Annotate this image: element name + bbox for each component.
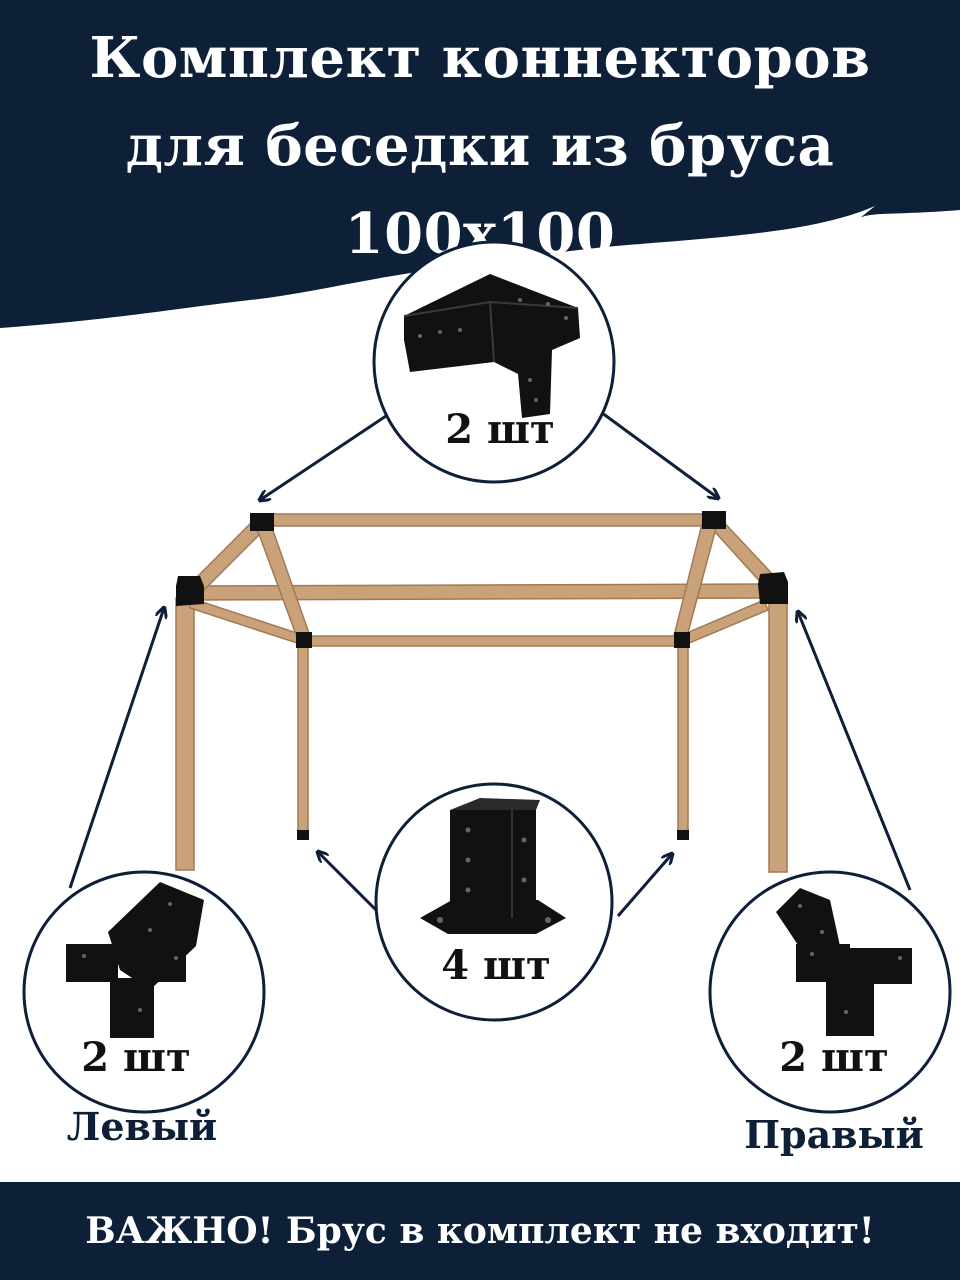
post-rear-left (297, 644, 309, 838)
left-connector-icon (66, 882, 204, 1038)
connector-front-left (176, 576, 204, 606)
qty-left: 2 шт (81, 1034, 191, 1081)
rafter-left-mid (189, 596, 301, 646)
header-band (0, 0, 960, 328)
qty-base: 4 шт (441, 942, 551, 989)
arrow-left (68, 608, 164, 889)
qty-right: 2 шт (779, 1034, 889, 1081)
arrows (68, 408, 912, 917)
arrow-base-left (318, 852, 382, 916)
connector-rear-left (296, 632, 312, 648)
label-right: Правый (744, 1112, 924, 1157)
post-front-left (175, 597, 195, 871)
rear-beam (305, 635, 681, 647)
title-line-1: Комплект коннекторов (89, 25, 871, 91)
post-front-right (768, 591, 788, 873)
right-connector-icon (776, 888, 912, 1036)
base-connector-icon (420, 798, 566, 934)
gazebo-frame (175, 513, 788, 873)
label-left: Левый (66, 1104, 218, 1149)
footer-notice: ВАЖНО! Брус в комплект не входит! (0, 1182, 960, 1280)
connector-rear-right (674, 632, 690, 648)
post-base-rear-left (297, 830, 309, 840)
ridge-beam (261, 513, 713, 527)
post-rear-right (677, 644, 689, 838)
connector-ridge-right (702, 511, 726, 529)
qty-top: 2 шт (445, 406, 555, 453)
arrow-right (798, 612, 912, 891)
post-base-rear-right (677, 830, 689, 840)
page-title: Комплект коннекторов для беседки из брус… (0, 14, 960, 278)
arrow-base-right (616, 854, 672, 917)
connector-ridge-left (250, 513, 274, 531)
arrow-top-left (260, 410, 393, 500)
top-connector-icon (403, 274, 580, 418)
connector-front-right (758, 572, 788, 604)
arrow-top-right (597, 408, 718, 498)
title-line-2: для беседки из бруса (125, 113, 835, 179)
frame-connectors (176, 511, 788, 840)
